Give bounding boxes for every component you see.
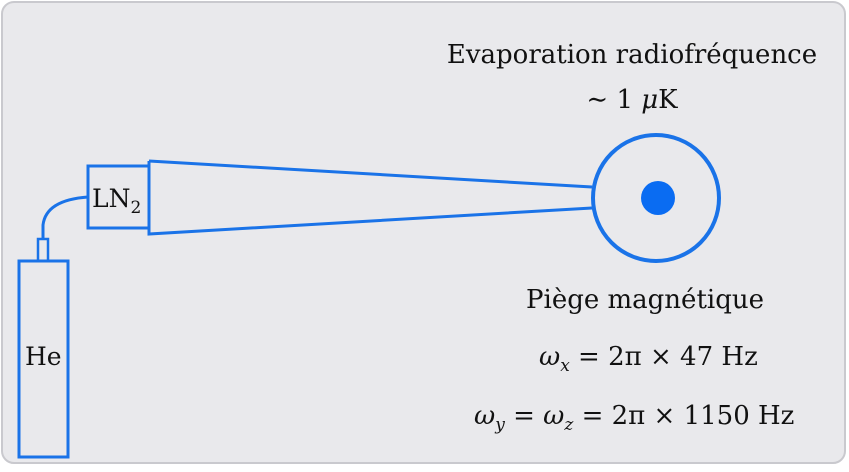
- evaporation-title: Evaporation radiofréquence: [447, 40, 817, 70]
- omega-z-subscript: z: [563, 415, 574, 435]
- omega-x-symbol: ω: [539, 342, 560, 372]
- ln2-label: LN2: [92, 184, 141, 218]
- temperature-label: ∼ 1 μK: [586, 85, 678, 115]
- atom-cloud: [641, 181, 675, 215]
- omega-yz-rhs: = 2π × 1150 Hz: [573, 401, 794, 431]
- omega-yz-equation: ωy = ωz = 2π × 1150 Hz: [474, 401, 794, 435]
- panel-background: [1, 1, 846, 464]
- omega-x-subscript: x: [560, 356, 570, 376]
- helium-label: He: [25, 342, 62, 371]
- omega-yz-mid: =: [505, 401, 543, 431]
- ln2-label-subscript: 2: [130, 198, 141, 218]
- trap-title: Piège magnétique: [526, 285, 764, 315]
- transfer-tube: [41, 195, 89, 239]
- omega-y-subscript: y: [494, 415, 505, 435]
- omega-z-symbol: ω: [543, 401, 564, 431]
- omega-x-equation: ωx = 2π × 47 Hz: [539, 342, 758, 376]
- ln2-label-main: LN: [92, 184, 130, 213]
- temperature-mu: μ: [641, 85, 658, 115]
- temperature-unit: K: [658, 85, 678, 115]
- magnetic-trap-ring: [591, 133, 721, 263]
- omega-y-symbol: ω: [474, 401, 495, 431]
- atom-beam: [147, 159, 593, 236]
- temperature-prefix: ∼ 1: [586, 85, 641, 115]
- omega-x-rhs: = 2π × 47 Hz: [570, 342, 758, 372]
